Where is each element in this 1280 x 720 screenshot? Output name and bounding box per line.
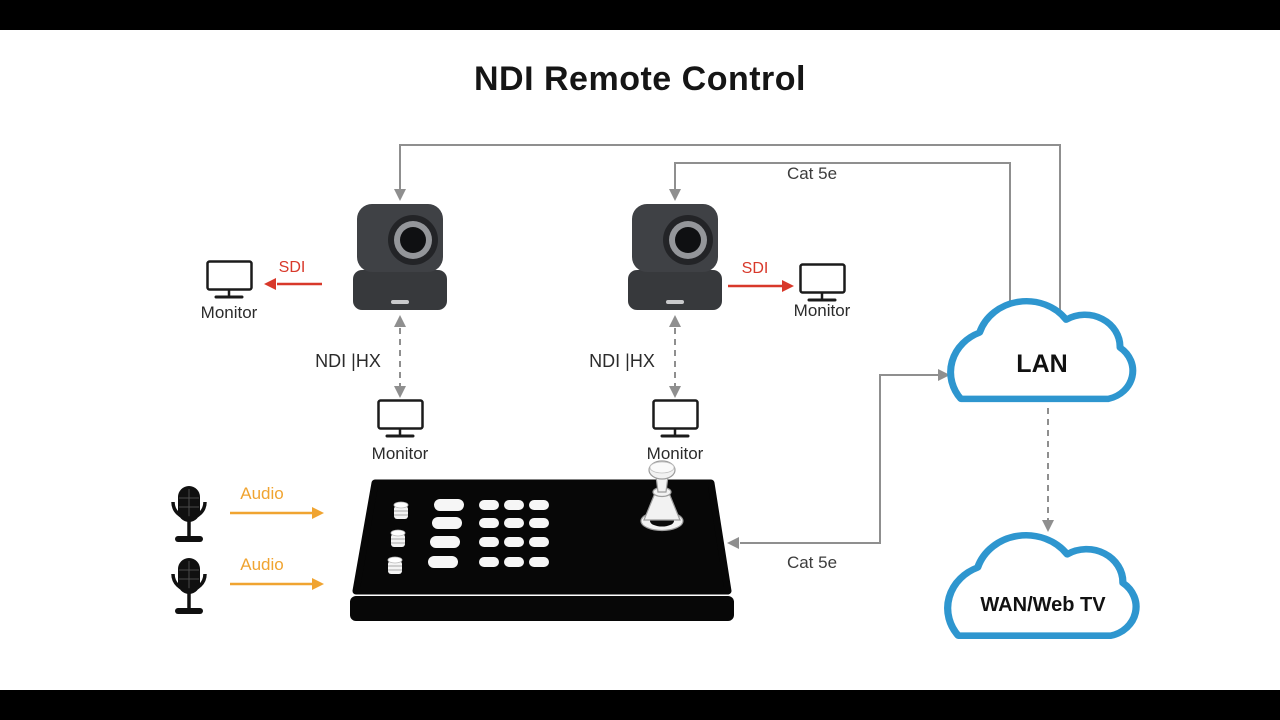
button-pill — [432, 517, 462, 529]
wan-cloud-label: WAN/Web TV — [980, 594, 1106, 616]
ptz-camera-2-icon — [628, 204, 722, 310]
button-pill — [479, 518, 499, 528]
ndi-right-label: NDI |HX — [589, 351, 655, 371]
lan-cloud-label: LAN — [1016, 350, 1067, 378]
arrow-up-ndi-left-icon — [394, 315, 406, 327]
button-pill — [434, 499, 464, 511]
knob-icon — [390, 529, 406, 547]
monitor-sdi-right-label: Monitor — [794, 301, 851, 320]
button-pill — [504, 518, 524, 528]
arrow-right-audio-2-icon — [312, 578, 324, 590]
network-lines — [394, 144, 1061, 549]
button-pill — [479, 500, 499, 510]
arrow-up-ndi-right-icon — [669, 315, 681, 327]
ndi-links — [394, 315, 681, 398]
controller-lan-line — [740, 374, 939, 544]
controller-base — [350, 596, 734, 621]
ndi-left-label: NDI |HX — [315, 351, 381, 371]
button-pill — [428, 556, 458, 568]
arrow-down-camera-1-icon — [394, 189, 406, 201]
button-pill — [529, 537, 549, 547]
button-pill — [529, 518, 549, 528]
arrow-down-ndi-left-icon — [394, 386, 406, 398]
arrow-right-audio-1-icon — [312, 507, 324, 519]
cat5e-bottom-label: Cat 5e — [787, 553, 837, 572]
button-pill — [529, 557, 549, 567]
cat5e-top-label: Cat 5e — [787, 164, 837, 183]
sdi-left-label: SDI — [279, 259, 306, 276]
lan-line-camera-2 — [674, 162, 1011, 330]
button-pill — [479, 537, 499, 547]
joystick-icon — [640, 460, 684, 532]
button-pill — [504, 557, 524, 567]
arrow-right-lan-icon — [938, 369, 950, 381]
audio-2-label: Audio — [240, 555, 283, 574]
page-title: NDI Remote Control — [474, 60, 806, 98]
audio-links: Audio Audio — [230, 484, 324, 590]
controller-buttons-grid — [479, 500, 549, 567]
bottom-letterbox-bar — [0, 690, 1280, 720]
knob-icon — [387, 556, 403, 574]
arrow-down-ndi-right-icon — [669, 386, 681, 398]
top-letterbox-bar — [0, 0, 1280, 30]
monitor-ndi-left-label: Monitor — [372, 444, 429, 463]
ptz-camera-1-icon — [353, 204, 447, 310]
knob-icon — [393, 501, 409, 519]
arrow-left-sdi-icon — [264, 278, 276, 290]
button-pill — [504, 500, 524, 510]
controller-knobs — [387, 501, 409, 574]
sdi-links: SDI SDI — [264, 259, 794, 292]
audio-1-label: Audio — [240, 484, 283, 503]
sdi-right-label: SDI — [742, 260, 769, 277]
ptz-controller — [350, 460, 734, 621]
controller-buttons-large — [428, 499, 464, 568]
lan-line-camera-1 — [399, 144, 1061, 330]
button-pill — [504, 537, 524, 547]
monitor-ndi-right-label: Monitor — [647, 444, 704, 463]
button-pill — [430, 536, 460, 548]
button-pill — [479, 557, 499, 567]
arrow-down-wan-icon — [1042, 520, 1054, 532]
arrow-right-sdi-icon — [782, 280, 794, 292]
arrow-down-camera-2-icon — [669, 189, 681, 201]
button-pill — [529, 500, 549, 510]
arrow-left-controller-icon — [727, 537, 739, 549]
monitor-sdi-left-label: Monitor — [201, 303, 258, 322]
